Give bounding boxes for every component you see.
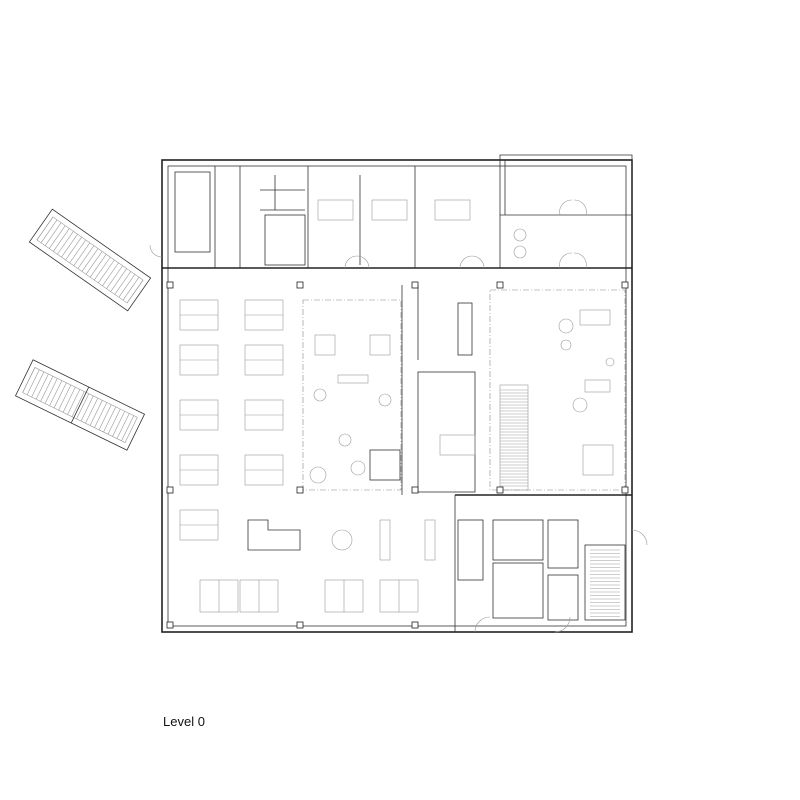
- stair-tread: [98, 404, 112, 430]
- stair-tread: [35, 373, 49, 400]
- bottom-right-rooms: [454, 494, 648, 633]
- column: [496, 486, 504, 494]
- stair-tread: [80, 395, 94, 422]
- stair-tread: [116, 413, 130, 439]
- column: [411, 621, 419, 629]
- stair-tread: [40, 376, 54, 402]
- stair-tread: [102, 262, 119, 286]
- stair-tread: [81, 248, 99, 272]
- column: [296, 486, 304, 494]
- stair-tread: [106, 265, 123, 289]
- stair-tread: [77, 245, 95, 269]
- stair-tread: [69, 239, 86, 264]
- stair-tread: [49, 380, 63, 406]
- stair-tread: [112, 411, 126, 437]
- column: [296, 621, 304, 629]
- column: [166, 486, 174, 494]
- stair-tread: [122, 277, 140, 301]
- column: [621, 486, 629, 494]
- stair-tread: [26, 369, 40, 395]
- bench: [379, 519, 391, 561]
- external-stair-upper: [28, 208, 152, 312]
- stair-tread: [48, 225, 66, 249]
- outer-walls: [161, 154, 633, 633]
- kitchen-counter: [247, 519, 301, 551]
- external-stair-lower: [14, 359, 146, 451]
- stair-tread: [40, 219, 58, 243]
- stair-tread: [36, 216, 54, 241]
- stair-tread: [98, 259, 115, 284]
- stair-tread: [94, 402, 108, 428]
- stair-tread: [44, 222, 62, 246]
- stair-tread: [107, 408, 121, 435]
- stair-tread: [126, 279, 144, 304]
- stair-tread: [89, 400, 103, 426]
- stair-tread: [114, 271, 132, 295]
- round-table: [331, 529, 353, 551]
- column: [621, 281, 629, 289]
- stair-tread: [57, 231, 74, 255]
- stair-tread: [53, 228, 70, 252]
- stair-tread: [44, 378, 58, 404]
- office-desks: [179, 299, 436, 613]
- stair-tread: [31, 371, 45, 398]
- stair-tread: [61, 234, 78, 258]
- stair-tread: [22, 367, 36, 393]
- central-core: [302, 285, 626, 495]
- bench: [424, 519, 436, 561]
- stair-tread: [85, 397, 99, 424]
- stair-tread: [103, 406, 117, 433]
- column: [166, 621, 174, 629]
- column: [166, 281, 174, 289]
- top-rooms: [149, 166, 632, 269]
- column: [296, 281, 304, 289]
- column: [496, 281, 504, 289]
- stair-tread: [67, 389, 81, 415]
- stair-tread: [53, 382, 67, 409]
- column: [411, 486, 419, 494]
- stair-tread: [73, 242, 91, 266]
- structural-columns: [166, 281, 629, 629]
- stair-tread: [65, 236, 82, 261]
- stair-tread: [58, 384, 72, 411]
- stair-tread: [118, 274, 136, 298]
- stair-tread: [62, 387, 76, 413]
- stair-tread: [76, 393, 90, 420]
- stair-tread: [85, 251, 103, 275]
- level-label: Level 0: [163, 714, 205, 729]
- stair-tread: [110, 268, 127, 292]
- stair-tread: [71, 391, 85, 417]
- column: [411, 281, 419, 289]
- stair-tread: [94, 256, 111, 281]
- stair-tread: [89, 254, 107, 278]
- stair-tread: [121, 415, 135, 441]
